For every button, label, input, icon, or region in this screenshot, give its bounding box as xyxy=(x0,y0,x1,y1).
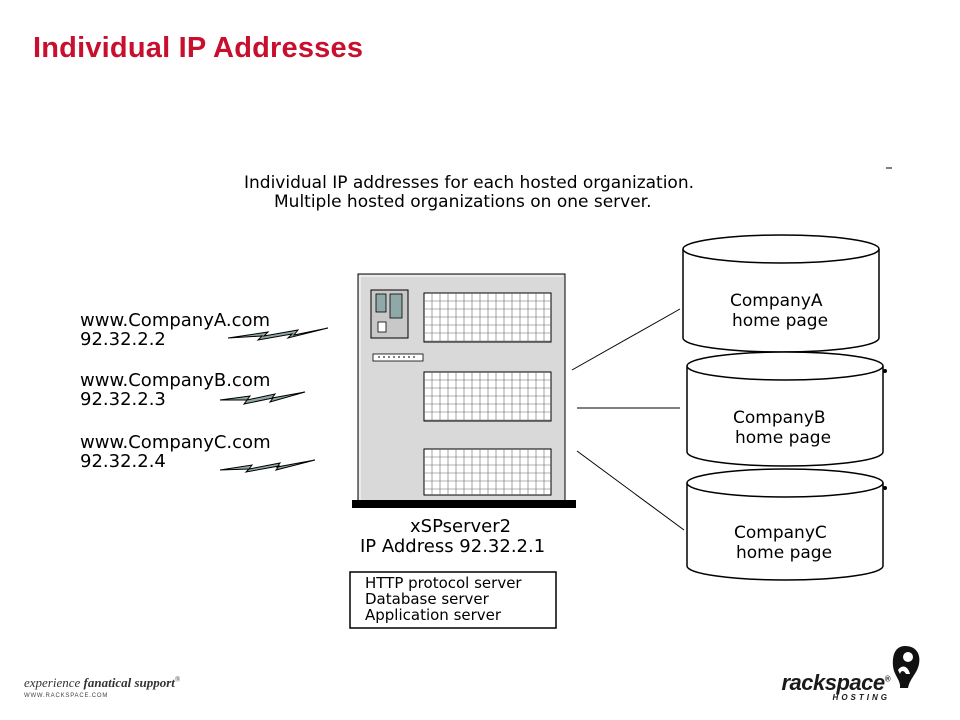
drive-bays xyxy=(423,292,552,496)
site-a-company: CompanyA xyxy=(730,291,823,311)
client-ip: 92.32.2.4 xyxy=(80,451,166,472)
site-c-company: CompanyC xyxy=(734,523,827,543)
site-url: WWW.RACKSPACE.COM xyxy=(24,693,109,699)
database-cylinder-icon xyxy=(682,234,880,353)
client-company-b: www.CompanyB.com 92.32.2.3 xyxy=(80,370,306,410)
server-roles-box xyxy=(349,571,557,629)
slide-title: Individual IP Addresses xyxy=(33,32,364,64)
role-http: HTTP protocol server xyxy=(365,574,522,592)
brand-mark-symbol: ® xyxy=(884,674,891,684)
role-database: Database server xyxy=(365,590,490,608)
site-b-label: home page xyxy=(735,428,831,448)
drive-bay-1 xyxy=(423,292,552,343)
site-a-label: home page xyxy=(732,311,828,331)
server-ip: IP Address 92.32.2.1 xyxy=(360,536,545,557)
client-company-c: www.CompanyC.com 92.32.2.4 xyxy=(80,432,316,473)
connector-c xyxy=(576,450,685,531)
connector-a xyxy=(571,308,681,371)
client-company-a: www.CompanyA.com 92.32.2.2 xyxy=(80,310,329,350)
client-domain: www.CompanyB.com xyxy=(80,370,270,391)
caption-line-1: Individual IP addresses for each hosted … xyxy=(244,173,694,193)
role-application: Application server xyxy=(365,606,502,624)
site-c-label: home page xyxy=(736,543,832,563)
caption-line-2: Multiple hosted organizations on one ser… xyxy=(274,192,652,212)
site-b-company: CompanyB xyxy=(733,408,826,428)
brand-sub: HOSTING xyxy=(832,693,890,702)
client-domain: www.CompanyC.com xyxy=(80,432,271,453)
rackspace-logo-icon xyxy=(892,646,920,688)
lightning-bolt-icon xyxy=(219,391,306,405)
server-tower-icon xyxy=(352,273,576,508)
brand-name: rackspace® xyxy=(781,670,890,696)
lightning-bolt-icon xyxy=(227,327,329,341)
lightning-bolt-icon xyxy=(219,459,316,473)
tagline-prefix: experience xyxy=(24,675,81,690)
rackspace-logo: rackspace® HOSTING xyxy=(781,640,942,704)
database-cylinder-icon xyxy=(686,468,887,581)
tagline-emphasis: fanatical support xyxy=(83,675,175,690)
client-ip: 92.32.2.3 xyxy=(80,389,166,410)
client-ip: 92.32.2.2 xyxy=(80,329,166,350)
tagline-mark: ® xyxy=(174,675,181,684)
tagline: experience fanatical support® xyxy=(24,676,180,689)
footer-tagline: experience fanatical support® WWW.RACKSP… xyxy=(24,676,180,699)
drive-bay-2 xyxy=(423,371,552,422)
server-name: xSPserver2 xyxy=(410,516,511,537)
brand-name-text: rackspace xyxy=(781,670,885,695)
drive-bay-3 xyxy=(423,448,552,496)
database-cylinder-icon xyxy=(686,351,887,467)
client-domain: www.CompanyA.com xyxy=(80,310,270,331)
